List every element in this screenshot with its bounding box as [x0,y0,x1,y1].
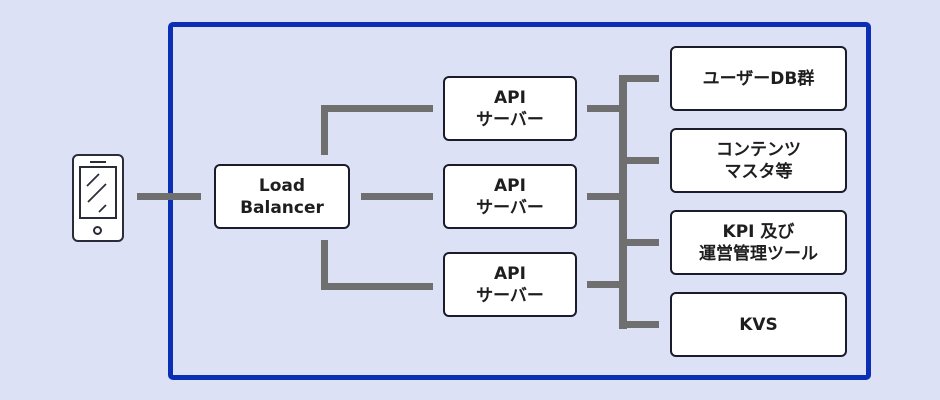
user-db-node: ユーザーDB群 [670,46,847,111]
connector-bus-store-4 [619,321,659,328]
api-server-label-line-2: サーバー [476,197,544,218]
connector-api-1-bus [587,105,625,112]
connector-client-lb [137,193,201,200]
connector-lb-api-3-vertical [321,240,328,290]
kpi-admin-label-line-2: 運営管理ツール [699,243,818,264]
connector-lb-api-1-horizontal [321,105,433,112]
load-balancer-node: Load Balancer [214,164,350,229]
connector-bus-store-1 [619,75,659,82]
content-master-label-line-2: マスタ等 [724,161,793,182]
api-server-label-line-2: サーバー [476,109,544,130]
connector-lb-api-2 [361,193,433,200]
load-balancer-label-line-2: Balancer [240,197,324,218]
phone-home-button [93,226,102,235]
api-server-label-line-1: API [494,87,526,108]
user-db-label: ユーザーDB群 [702,68,815,89]
phone-screen [79,166,117,219]
connector-bus-store-3 [619,239,659,246]
api-server-node: API サーバー [443,76,577,141]
connector-bus-store-2 [619,157,659,164]
kpi-admin-label-line-1: KPI 及び [722,221,795,242]
phone-speaker [90,161,106,163]
connector-bus-vertical [619,75,627,329]
kpi-admin-tools-node: KPI 及び 運営管理ツール [670,210,847,275]
connector-api-3-bus [587,281,625,288]
system-boundary-frame [168,22,871,380]
screen-glare-icon [86,173,107,213]
api-server-label-line-1: API [494,175,526,196]
smartphone-icon [72,154,124,242]
api-server-label-line-1: API [494,263,526,284]
api-server-node: API サーバー [443,252,577,317]
api-server-label-line-2: サーバー [476,285,544,306]
connector-lb-api-1-vertical [321,105,328,155]
kvs-label: KVS [739,314,778,335]
api-server-node: API サーバー [443,164,577,229]
content-master-node: コンテンツ マスタ等 [670,128,847,193]
connector-api-2-bus [587,193,625,200]
load-balancer-label-line-1: Load [258,175,306,196]
connector-lb-api-3-horizontal [321,283,433,290]
kvs-node: KVS [670,292,847,357]
content-master-label-line-1: コンテンツ [716,139,801,160]
